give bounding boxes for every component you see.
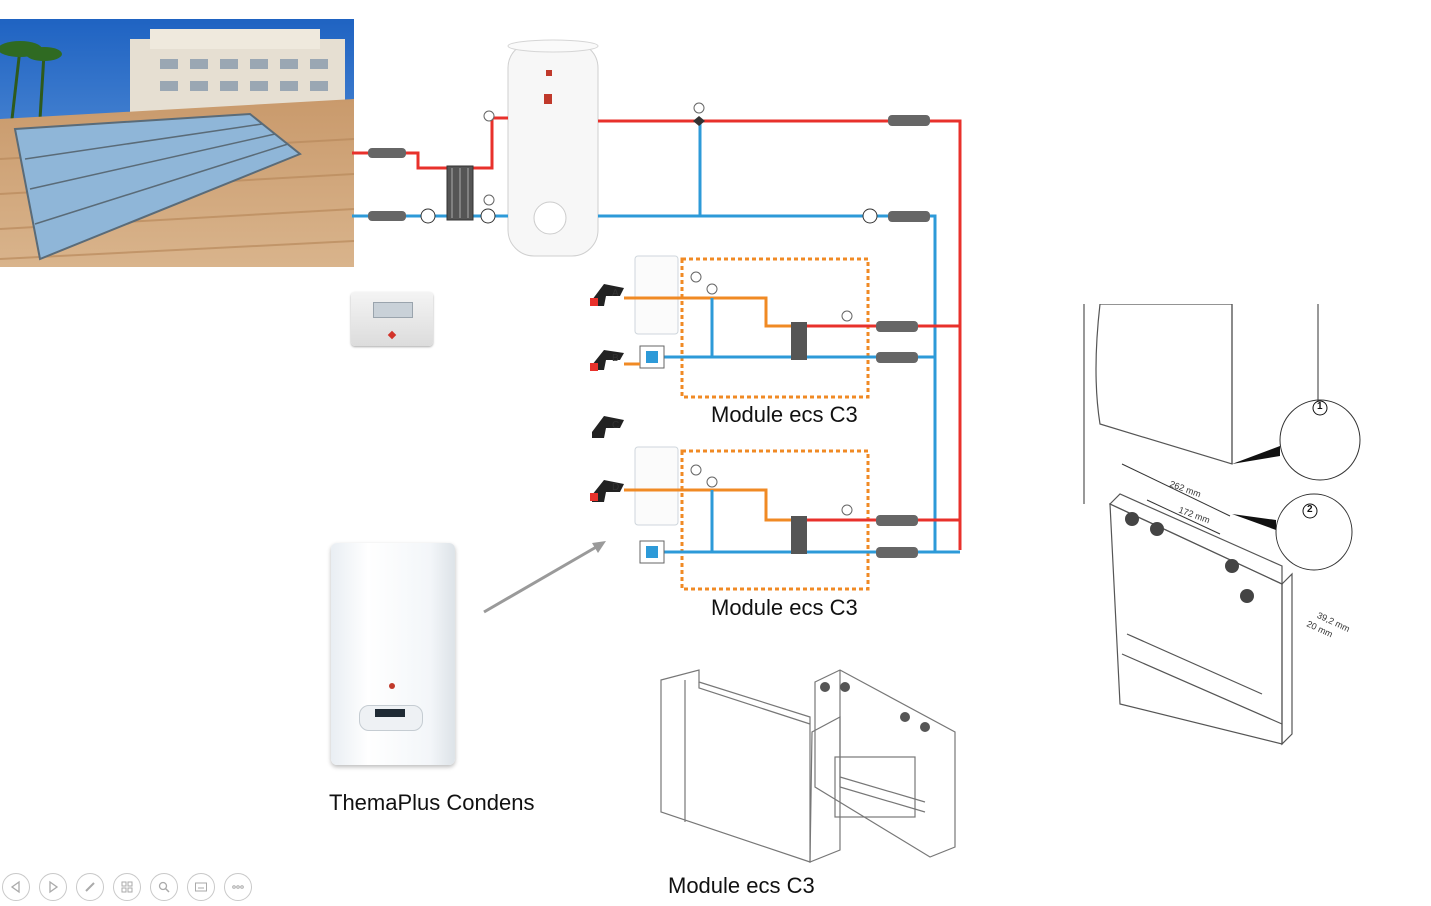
subtitles-button[interactable]: [187, 873, 215, 901]
step-1-label: 1: [1317, 401, 1323, 412]
pen-icon: [85, 882, 95, 892]
ellipsis-icon: [232, 885, 244, 889]
subtitles-icon: [195, 882, 207, 892]
tap-label-c: C: [612, 420, 620, 431]
previous-slide-button[interactable]: [2, 873, 30, 901]
step-2-label: 2: [1307, 504, 1313, 515]
pen-button[interactable]: [76, 873, 104, 901]
more-options-button[interactable]: [224, 873, 252, 901]
tap-label-d: D: [612, 482, 620, 493]
themaplus-boiler-image: [331, 543, 455, 765]
room-thermostat: [351, 292, 433, 346]
magnifier-icon: [158, 881, 170, 893]
arrow-left-icon: [10, 880, 20, 894]
tap-label-a: A: [612, 288, 619, 299]
module-product-drawing: [660, 669, 956, 863]
module-top-caption: Module ecs C3: [711, 402, 858, 427]
slideshow-toolbar: [2, 873, 252, 901]
module-product-caption: Module ecs C3: [668, 873, 815, 898]
arrow-right-icon: [49, 880, 59, 894]
tap-label-b: B: [612, 353, 619, 364]
boiler-caption: ThemaPlus Condens: [329, 790, 535, 815]
grid-icon: [121, 881, 133, 893]
installation-drawing: [1083, 304, 1361, 746]
zoom-button[interactable]: [150, 873, 178, 901]
solar-roof-photo: [0, 19, 354, 267]
module-bottom-caption: Module ecs C3: [711, 595, 858, 620]
hydraulic-schematic: [352, 39, 962, 614]
see-all-slides-button[interactable]: [113, 873, 141, 901]
tap-icons: [592, 284, 624, 502]
storage-tank: [507, 39, 599, 257]
next-slide-button[interactable]: [39, 873, 67, 901]
